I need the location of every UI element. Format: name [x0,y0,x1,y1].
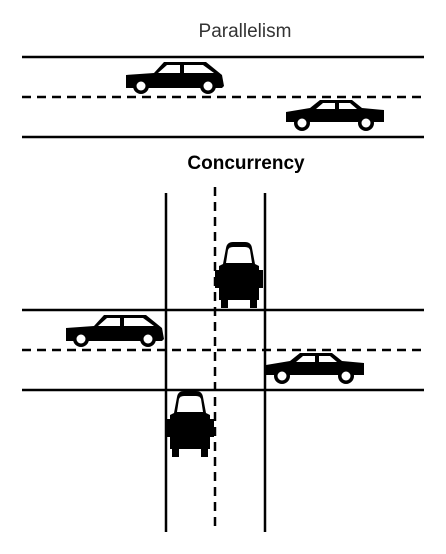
parallel-car-bottom-lane-icon [286,100,384,131]
concurrency-car-bottom-vertical-icon [166,391,214,457]
parallel-car-top-lane-icon [126,62,224,94]
concurrency-car-right-horizontal-icon [266,353,364,384]
concurrency-car-top-vertical-icon [215,242,263,308]
concurrency-car-left-horizontal-icon [66,315,164,347]
parallelism-title: Parallelism [199,21,292,42]
concurrency-title: Concurrency [187,153,305,174]
